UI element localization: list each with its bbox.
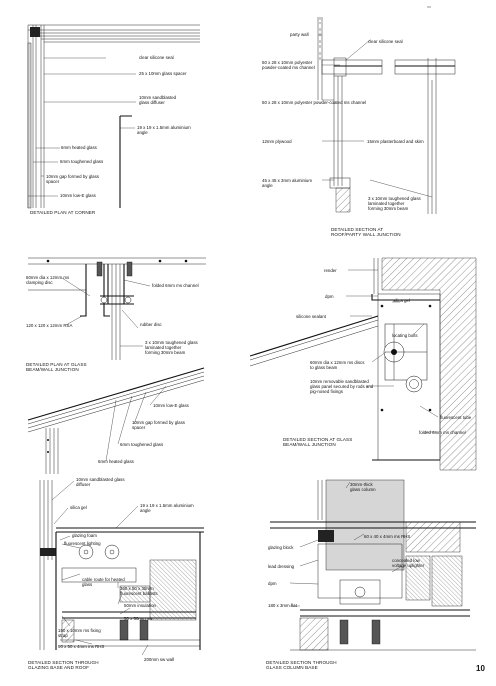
title-beam-plan-2: BEAM/WALL JUNCTION bbox=[26, 367, 79, 372]
label-glazing-base-12: 200mm sw wall bbox=[144, 657, 174, 662]
label-roof-party-7b: angle bbox=[262, 183, 273, 188]
label-roof-party-5: 12mm plywood bbox=[262, 139, 292, 144]
panel-glazing-layers: 10mm low-E glass 10mm gap formed by glas… bbox=[27, 367, 205, 474]
label-glazing-base-1b: diffuser bbox=[76, 482, 91, 487]
label-glazing-4: 6mm heated glass bbox=[98, 459, 135, 464]
label-beam-plan-3: 120 x 120 x 12mm RSA bbox=[26, 323, 72, 328]
label-glazing-base-7a: 360 x 50 x 35mm bbox=[120, 586, 154, 591]
label-glazing-2a: 10mm gap formed by glass bbox=[132, 420, 186, 425]
label-roof-party-3b: powder-coated ms channel bbox=[262, 65, 315, 70]
label-column-5b: voltage uplighter bbox=[392, 563, 425, 568]
label-column-1b: glass column bbox=[350, 487, 376, 492]
title-beam-plan-1: DETAILED PLAN AT GLASS bbox=[26, 362, 87, 367]
label-beam-section-1: render bbox=[324, 268, 337, 273]
panel-plan-corner: clear silicone seal 25 x 10mm glass spac… bbox=[27, 24, 200, 215]
label-beam-plan-2: folded 6mm ms channel bbox=[152, 283, 199, 288]
panel-column-base: 30mm-thick glass column 60 x 40 x 4mm ms… bbox=[266, 479, 476, 670]
title-plan-corner: DETAILED PLAN AT CORNER bbox=[30, 210, 96, 215]
label-beam-plan-4: rubber disc bbox=[140, 322, 163, 327]
label-beam-section-8: fluorescent tube bbox=[440, 415, 472, 420]
title-glazing-base-1: DETAILED SECTION THROUGH bbox=[28, 660, 99, 665]
label-roof-party-8b: laminated together bbox=[368, 201, 405, 206]
label-roof-party-1: party wall bbox=[290, 32, 309, 37]
label-column-5a: concealed low bbox=[392, 558, 421, 563]
label-glazing-3: 6mm toughened glass bbox=[120, 442, 164, 447]
label-glazing-base-3: silica gel bbox=[70, 505, 87, 510]
label-beam-section-9: folded 6mm ms channel bbox=[419, 430, 466, 435]
label-plan-corner-3a: 10mm sandblasted bbox=[139, 95, 177, 100]
label-roof-party-2: clear silicone seal bbox=[368, 39, 403, 44]
title-glazing-base-2: GLAZING BASE AND ROOF bbox=[28, 665, 89, 670]
panel-roof-party-wall: party wall clear silicone seal 60 x 28 x… bbox=[262, 17, 456, 237]
label-glazing-base-10b: strap bbox=[58, 633, 68, 638]
label-column-4: lead dressing bbox=[268, 564, 295, 569]
label-glazing-base-6a: cable route for heated bbox=[82, 577, 125, 582]
label-glazing-base-4: glazing foam bbox=[72, 533, 97, 538]
label-glazing-base-5: fluorescent lighting bbox=[64, 541, 101, 546]
label-beam-section-2: dpm bbox=[325, 294, 334, 299]
label-glazing-base-1a: 10mm sandblasted glass bbox=[76, 477, 125, 482]
label-plan-corner-8: 10mm low-E glass bbox=[60, 193, 97, 198]
label-beam-section-3: silica gel bbox=[393, 298, 410, 303]
label-column-1a: 30mm-thick bbox=[350, 482, 373, 487]
label-roof-party-6: 15mm plasterboard and skim bbox=[367, 139, 424, 144]
panel-section-beam-wall: render dpm silica gel silicone sealant l… bbox=[249, 257, 477, 471]
label-roof-party-3a: 60 x 28 x 10mm polyester bbox=[262, 60, 313, 65]
title-roof-party-2: ROOF/PARTY WALL JUNCTION bbox=[331, 232, 401, 237]
label-plan-corner-3b: glass diffuser bbox=[139, 100, 165, 105]
label-beam-plan-1b: clamping disc bbox=[26, 280, 53, 285]
label-plan-corner-5: 6mm heated glass bbox=[61, 145, 98, 150]
label-glazing-1: 10mm low-E glass bbox=[153, 403, 190, 408]
label-plan-corner-4a: 19 x 19 x 1.5mm aluminium bbox=[137, 125, 191, 130]
label-plan-corner-7b: spacer bbox=[46, 179, 60, 184]
panel-plan-beam-wall: 60mm dia x 12mm ms clamping disc folded … bbox=[26, 257, 206, 372]
label-roof-party-4: 60 x 28 x 10mm polyester powder-coated m… bbox=[262, 100, 366, 105]
label-roof-party-7a: 45 x 45 x 3mm aluminium bbox=[262, 178, 312, 183]
label-beam-plan-5c: forming 30mm beam bbox=[145, 350, 186, 355]
label-glazing-base-11: 90 x 50 x 4mm ms RHS bbox=[58, 644, 104, 649]
label-beam-plan-5a: 3 x 10mm toughened glass bbox=[145, 340, 199, 345]
label-glazing-base-2b: angle bbox=[140, 508, 151, 513]
title-beam-section-1: DETAILED SECTION AT GLASS bbox=[283, 437, 352, 442]
label-beam-section-7a: 10mm removable sandblasted bbox=[310, 379, 369, 384]
label-beam-section-7c: pig-nosed fixings bbox=[310, 389, 344, 394]
label-beam-plan-1a: 60mm dia x 12mm ms bbox=[26, 275, 70, 280]
title-roof-party-1: DETAILED SECTION AT bbox=[331, 227, 383, 232]
label-column-2: 60 x 40 x 4mm ms RHS bbox=[364, 534, 410, 539]
label-plan-corner-7a: 10mm gap formed by glass bbox=[46, 174, 100, 179]
label-glazing-base-2a: 19 x 19 x 1.5mm aluminium bbox=[140, 503, 194, 508]
label-beam-section-7b: glass panel secured by rods and bbox=[310, 384, 374, 389]
label-column-7: 180 x 3mm flat bbox=[268, 603, 298, 608]
label-column-6: dpm bbox=[268, 581, 277, 586]
label-beam-section-6a: 60mm dia x 12mm ms discs bbox=[310, 360, 365, 365]
label-plan-corner-1: clear silicone seal bbox=[139, 55, 174, 60]
label-glazing-base-9: 50 x 50mm sw bbox=[124, 616, 153, 621]
title-beam-section-2: BEAM/WALL JUNCTION bbox=[283, 442, 336, 447]
label-plan-corner-2: 25 x 10mm glass spacer bbox=[139, 71, 187, 76]
page-number: 10 bbox=[476, 664, 485, 673]
panel-glazing-base: 10mm sandblasted glass diffuser 19 x 19 … bbox=[28, 477, 204, 670]
label-glazing-base-7b: fluorescent ballasts bbox=[120, 591, 158, 596]
label-beam-section-5: locating bolts bbox=[392, 333, 418, 338]
label-roof-party-8c: forming 30mm beam bbox=[368, 206, 409, 211]
label-glazing-base-6b: glass bbox=[82, 582, 93, 587]
title-column-2: GLASS COLUMN BASE bbox=[266, 665, 318, 670]
label-beam-plan-5b: laminated together bbox=[145, 345, 182, 350]
label-plan-corner-6: 6mm toughened glass bbox=[60, 159, 104, 164]
title-column-1: DETAILED SECTION THROUGH bbox=[266, 660, 337, 665]
label-roof-party-8a: 3 x 10mm toughened glass bbox=[368, 196, 422, 201]
label-glazing-base-8: 50mm insulation bbox=[124, 603, 157, 608]
label-beam-section-4: silicone sealant bbox=[296, 314, 327, 319]
label-beam-section-6b: to glass beam bbox=[310, 365, 338, 370]
label-glazing-base-10a: 150 x 10mm ms fixing bbox=[58, 628, 101, 633]
label-column-3: glazing block bbox=[268, 545, 294, 550]
label-plan-corner-4b: angle bbox=[137, 130, 148, 135]
label-glazing-2b: spacer bbox=[132, 425, 146, 430]
